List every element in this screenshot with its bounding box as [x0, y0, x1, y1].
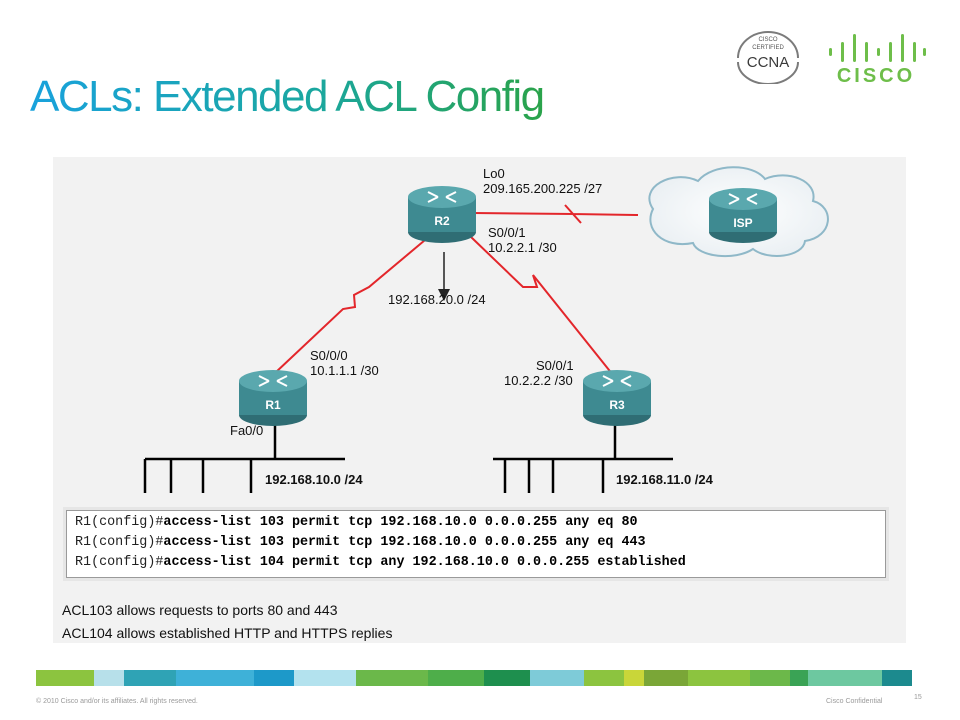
r3-s001-label: S0/0/1 — [536, 358, 574, 373]
lo0-address-label: 209.165.200.225 /27 — [483, 181, 603, 196]
router-r2-label: R2 — [434, 214, 450, 228]
cisco-logo-icon: CISCO — [829, 34, 926, 86]
router-r2: R2 — [408, 186, 476, 243]
router-r3: R3 — [583, 370, 651, 426]
decorative-color-bar — [36, 670, 924, 686]
acl104-note: ACL104 allows established HTTP and HTTPS… — [62, 625, 393, 641]
r1-s000-label: S0/0/0 — [310, 348, 348, 363]
link-r2-r3 — [470, 236, 614, 376]
link-r1-r2 — [274, 234, 432, 374]
network-topology-diagram: R2 R1 R3 ISP — [143, 166, 829, 493]
r3-s001-address-label: 10.2.2.2 /30 — [504, 373, 573, 388]
acl103-note: ACL103 allows requests to ports 80 and 4… — [62, 602, 338, 618]
r2-s001-label: S0/0/1 — [488, 225, 526, 240]
cli-line: R1(config)#access-list 103 permit tcp 19… — [75, 515, 638, 530]
link-r2-isp — [472, 204, 639, 224]
r1-s000-address-label: 10.1.1.1 /30 — [310, 363, 379, 378]
ccna-badge-top-text: CISCO — [758, 37, 777, 43]
r1-lan-label: 192.168.10.0 /24 — [265, 472, 363, 487]
ccna-certified-badge-icon: CISCO CERTIFIED CCNA — [737, 31, 799, 84]
r2-lan-label: 192.168.20.0 /24 — [388, 292, 486, 307]
lo0-label: Lo0 — [483, 166, 505, 181]
router-r1-label: R1 — [265, 398, 281, 412]
router-isp: ISP — [709, 188, 777, 243]
r2-s001-address-label: 10.2.2.1 /30 — [488, 240, 557, 255]
ccna-badge-main-text: CCNA — [747, 54, 790, 71]
copyright-footer: © 2010 Cisco and/or its affiliates. All … — [36, 698, 198, 705]
cli-line: R1(config)#access-list 104 permit tcp an… — [75, 555, 686, 570]
confidential-footer: Cisco Confidential — [826, 698, 883, 705]
r1-fa00-label: Fa0/0 — [230, 423, 264, 438]
page-title: ACLs: Extended ACL Config — [30, 72, 545, 121]
cli-line: R1(config)#access-list 103 permit tcp 19… — [75, 535, 646, 550]
router-r3-label: R3 — [609, 398, 625, 412]
router-r1: R1 — [239, 370, 307, 426]
router-isp-label: ISP — [733, 216, 752, 230]
r3-lan-label: 192.168.11.0 /24 — [616, 472, 713, 487]
page-number: 15 — [914, 694, 922, 701]
ccna-badge-mid-text: CERTIFIED — [752, 45, 784, 51]
cli-command-box: R1(config)#access-list 103 permit tcp 19… — [66, 510, 886, 578]
cisco-wordmark: CISCO — [837, 65, 915, 86]
